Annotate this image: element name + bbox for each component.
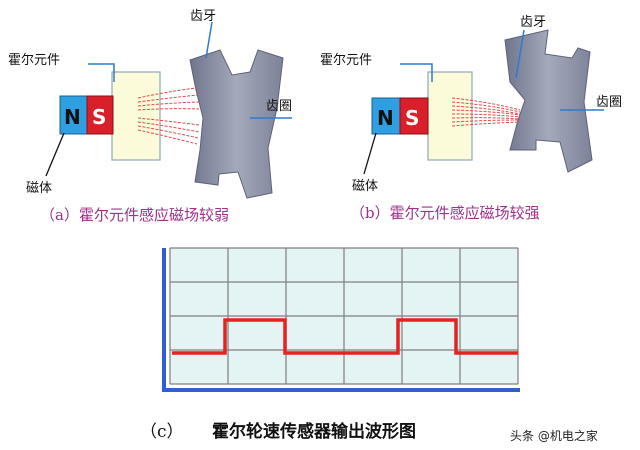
hall-element-b — [427, 71, 473, 161]
tooth-leader-a — [205, 21, 213, 59]
flux-lines-b — [451, 97, 521, 127]
pole-n-a: N — [64, 105, 81, 129]
watermark: 头条 @机电之家 — [510, 428, 598, 443]
tooth-leader-b — [515, 29, 525, 79]
pole-n-b: N — [377, 106, 394, 130]
magnet-leader-a — [45, 132, 65, 177]
waveform-axes — [162, 248, 520, 392]
caption-b: （b）霍尔元件感应磁场较强 — [350, 204, 540, 222]
pole-s-b: S — [405, 106, 419, 130]
magnet-south-a — [86, 95, 114, 135]
waveform-grid — [169, 247, 519, 385]
hall-label-b: 霍尔元件 — [320, 53, 372, 68]
hall-leader-a — [88, 63, 115, 82]
caption-c-prefix: （c） — [140, 422, 184, 442]
waveform-panel: （c） 霍尔轮速传感器输出波形图 — [140, 247, 520, 442]
ring-label-a: 齿圈 — [266, 99, 292, 114]
tooth-label-b: 齿牙 — [520, 15, 546, 30]
magnet-label-a: 磁体 — [26, 181, 52, 196]
ring-label-b: 齿圈 — [596, 95, 622, 110]
caption-a: （a）霍尔元件感应磁场较弱 — [40, 206, 229, 224]
caption-c: 霍尔轮速传感器输出波形图 — [212, 421, 416, 442]
hall-leader-b — [400, 63, 433, 82]
flux-lines-a — [137, 87, 200, 145]
pole-s-a: S — [92, 105, 106, 129]
waveform-signal — [172, 318, 518, 355]
tooth-label-a: 齿牙 — [190, 9, 216, 24]
hall-element-a — [111, 71, 161, 161]
gear-ring-a — [189, 49, 284, 199]
hall-label-a: 霍尔元件 — [8, 53, 60, 68]
diagram-a: N S 霍尔元件 齿牙 齿圈 磁体 （a）霍尔元件感应磁场较弱 — [8, 9, 292, 224]
gear-ring-b — [504, 29, 593, 173]
magnet-north-b — [371, 97, 401, 135]
magnet-north-a — [59, 95, 88, 135]
magnet-south-b — [399, 97, 429, 135]
diagram-b: N S 霍尔元件 齿牙 齿圈 磁体 （b）霍尔元件感应磁场较强 — [320, 15, 622, 222]
magnet-label-b: 磁体 — [352, 179, 378, 194]
magnet-leader-b — [363, 132, 377, 175]
